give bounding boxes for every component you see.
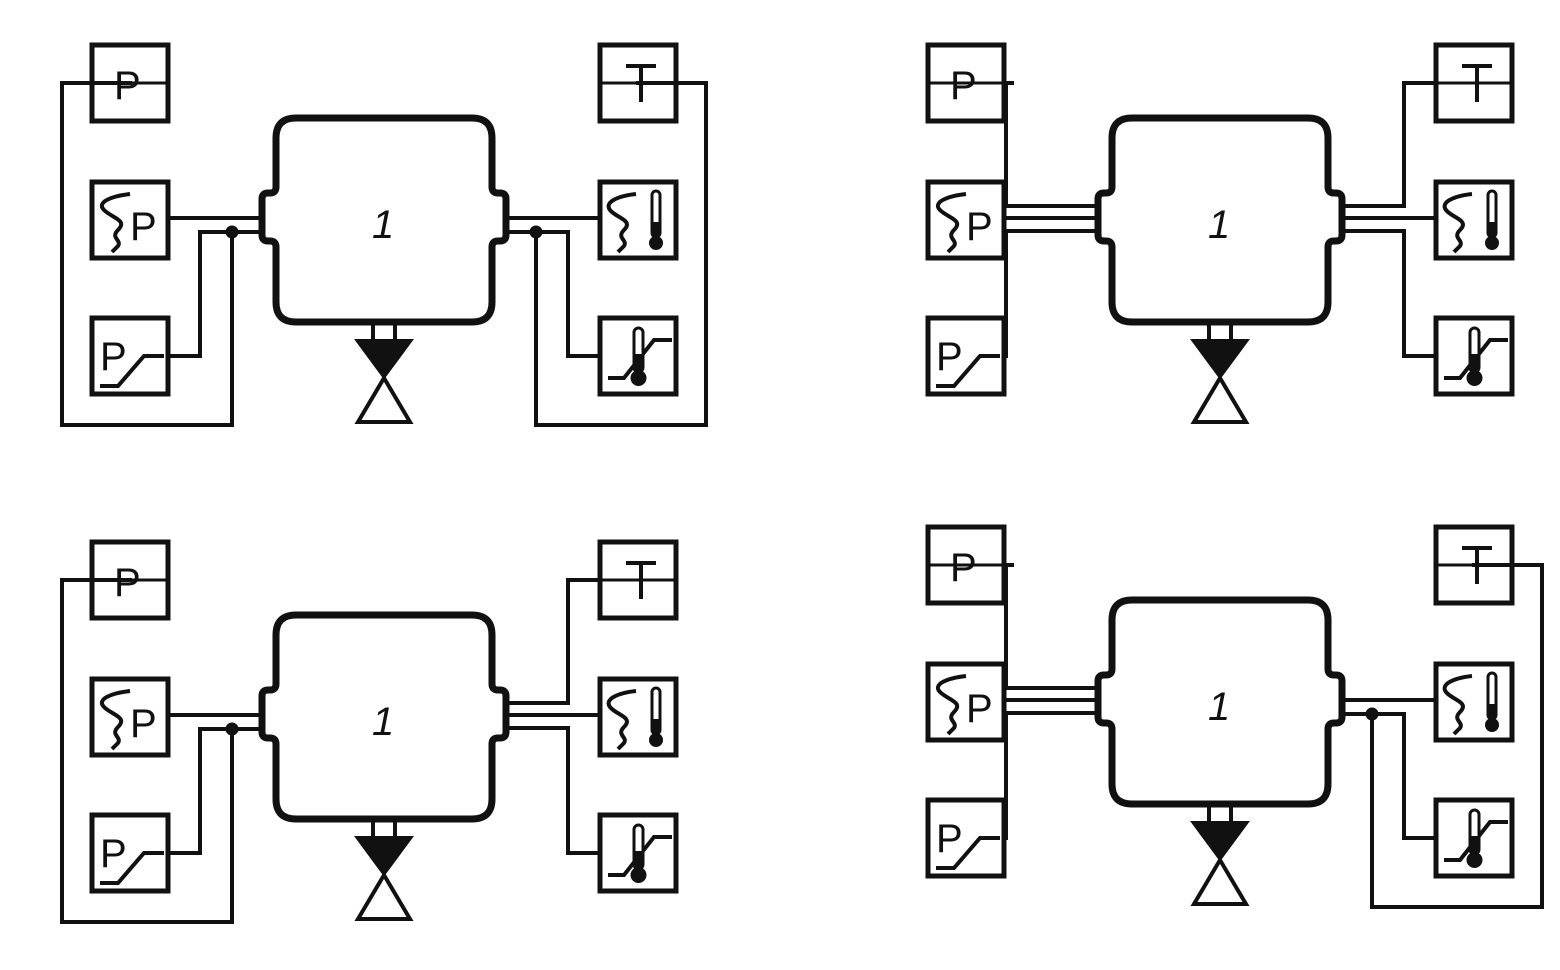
temperature-transmitter <box>600 679 676 755</box>
pressure-transmitter: P <box>928 182 1004 258</box>
pressure-transmitter-letter: P <box>130 205 157 249</box>
vessel <box>1094 596 1346 808</box>
temperature-gauge <box>600 542 676 618</box>
pressure-gauge-letter: P <box>950 546 977 590</box>
vessel <box>258 611 510 823</box>
vessel-label: 1 <box>1208 203 1230 247</box>
temperature-transmitter <box>1436 182 1512 258</box>
temperature-transmitter <box>600 182 676 258</box>
pressure-gauge: P <box>928 527 1004 603</box>
pressure-switch-letter: P <box>936 817 963 861</box>
panel-bottom-right: P P P 1 <box>928 527 1544 909</box>
vessel <box>258 114 510 326</box>
pressure-switch: P <box>92 318 168 394</box>
pressure-transmitter-letter: P <box>130 702 157 746</box>
temperature-switch-line <box>504 230 602 358</box>
pressure-gauge-letter: P <box>114 561 141 605</box>
pressure-switch-line <box>1002 229 1100 358</box>
pressure-gauge: P <box>92 542 168 618</box>
pressure-switch-line <box>166 727 264 855</box>
pressure-gauge-loop-line <box>60 81 234 427</box>
pressure-gauge-loop-line <box>60 578 234 924</box>
drain-valve-icon <box>1190 324 1250 424</box>
temperature-switch-line <box>504 726 602 855</box>
pressure-transmitter: P <box>92 679 168 755</box>
vessel-label: 1 <box>1208 685 1230 729</box>
pressure-gauge-letter: P <box>950 64 977 108</box>
pressure-switch: P <box>928 318 1004 394</box>
pressure-gauge: P <box>92 45 168 121</box>
drain-valve-icon <box>1190 806 1250 906</box>
pressure-transmitter-letter: P <box>966 687 993 731</box>
pressure-gauge-line-c <box>1004 563 1100 690</box>
pressure-switch-line <box>166 230 264 358</box>
temperature-switch <box>600 318 676 394</box>
pressure-transmitter: P <box>92 182 168 258</box>
vessel-label: 1 <box>372 700 394 744</box>
pressure-gauge: P <box>928 45 1004 121</box>
temperature-switch <box>1436 800 1512 876</box>
pressure-transmitter-letter: P <box>966 205 993 249</box>
pressure-switch-letter: P <box>100 832 127 876</box>
pressure-transmitter: P <box>928 664 1004 740</box>
pressure-switch-letter: P <box>100 335 127 379</box>
drain-valve-icon <box>354 324 414 424</box>
vessel-label: 1 <box>372 203 394 247</box>
drain-valve-icon <box>354 821 414 921</box>
pressure-switch: P <box>92 815 168 891</box>
pressure-gauge-letter: P <box>114 64 141 108</box>
temperature-gauge-loop-line <box>1370 563 1544 909</box>
panel-top-left: P P P 1 <box>60 45 708 427</box>
temperature-gauge-line <box>1340 81 1438 208</box>
temperature-gauge-loop-line <box>534 81 708 427</box>
pressure-gauge-line-c <box>1004 81 1100 208</box>
temperature-switch-line <box>1340 229 1438 358</box>
temperature-gauge-line <box>504 578 602 705</box>
temperature-transmitter <box>1436 664 1512 740</box>
temperature-switch <box>1436 318 1512 394</box>
temperature-switch-line <box>1340 712 1438 840</box>
temperature-gauge <box>1436 45 1512 121</box>
panel-top-right: P P P 1 <box>928 45 1512 424</box>
pressure-switch: P <box>928 800 1004 876</box>
temperature-switch <box>600 815 676 891</box>
vessel <box>1094 114 1346 326</box>
pressure-switch-letter: P <box>936 335 963 379</box>
panel-bottom-left: P P P 1 <box>60 542 676 924</box>
pressure-switch-line <box>1002 711 1100 840</box>
